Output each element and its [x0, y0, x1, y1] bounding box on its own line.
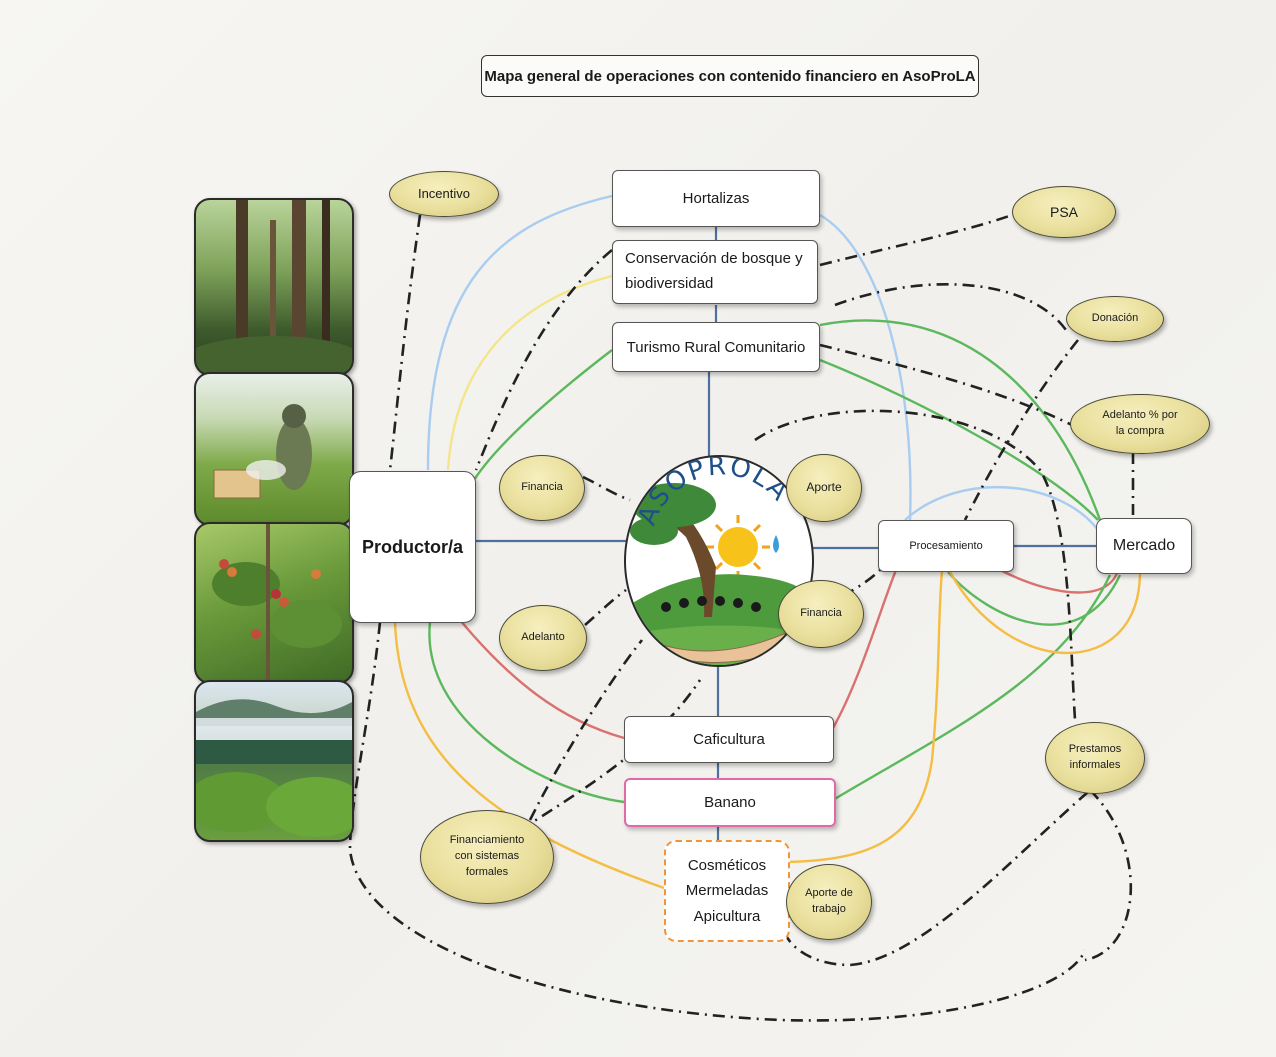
finance-flows: [348, 213, 1135, 1022]
beekeeping-photo: [194, 372, 354, 526]
financia-right-flow: Financia: [778, 580, 864, 648]
mercado-node: Mercado: [1096, 518, 1192, 574]
cosmeticos-node: Cosméticos Mermeladas Apicultura: [664, 840, 790, 942]
productor-node: Productor/a: [349, 471, 476, 623]
banano-node: Banano: [624, 778, 836, 827]
turismo-node: Turismo Rural Comunitario: [612, 322, 820, 372]
prestamos-label-2: informales: [1069, 759, 1121, 771]
incentivo-flow: Incentivo: [389, 171, 499, 217]
caficultura-node: Caficultura: [624, 716, 834, 763]
psa-flow: PSA: [1012, 186, 1116, 238]
procesamiento-node: Procesamiento: [878, 520, 1014, 572]
caficultura-flows: [459, 568, 1120, 740]
conservacion-flow: [446, 274, 613, 471]
conservacion-label-2: biodiversidad: [625, 275, 714, 292]
aporte-trabajo-label-1: Aporte de: [805, 887, 853, 900]
conservacion-label-1: Conservación de bosque y: [625, 250, 803, 268]
hortalizas-flows: [426, 194, 1099, 531]
greenhouse-crops-photo: [194, 680, 354, 842]
asoprola-logo: ASOPROLA: [624, 455, 814, 667]
forest-photo: [194, 198, 354, 376]
cosmeticos-label-2: Mermeladas: [685, 882, 769, 900]
prestamos-label-1: Prestamos: [1068, 743, 1122, 756]
coffee-plant-photo: [194, 522, 354, 684]
turismo-flows: [472, 319, 1102, 521]
aporte-flow: Aporte: [786, 454, 862, 522]
diagram-title: Mapa general de operaciones con contenid…: [481, 55, 979, 97]
conservacion-node: Conservación de bosque y biodiversidad: [612, 240, 818, 304]
adelanto-compra-label-1: Adelanto % por: [1102, 409, 1178, 422]
cosmeticos-label-1: Cosméticos: [687, 856, 767, 874]
donacion-flow: Donación: [1066, 296, 1164, 342]
aporte-trabajo-flow: Aporte de trabajo: [786, 864, 872, 940]
cosmeticos-label-3: Apicultura: [693, 907, 761, 925]
financiamiento-label-1: Financiamiento: [449, 834, 525, 847]
adelanto-compra-label-2: la compra: [1115, 425, 1165, 437]
svg-text:ASOPROLA: ASOPROLA: [632, 457, 795, 529]
adelanto-compra-flow: Adelanto % por la compra: [1070, 394, 1210, 454]
financiamiento-formal-flow: Financiamiento con sistemas formales: [420, 810, 554, 904]
logo-arc-text: ASOPROLA: [632, 457, 793, 529]
adelanto-flow: Adelanto: [499, 605, 587, 671]
prestamos-informales-flow: Prestamos informales: [1045, 722, 1145, 794]
hub-lines: [474, 225, 1096, 840]
banano-flows: [428, 571, 1122, 804]
financiamiento-label-2: con sistemas: [454, 850, 520, 863]
financiamiento-label-3: formales: [465, 865, 509, 878]
hortalizas-node: Hortalizas: [612, 170, 820, 227]
aporte-trabajo-label-2: trabajo: [812, 903, 846, 915]
financia-left-flow: Financia: [499, 455, 585, 521]
cosmeticos-flows: [393, 571, 1142, 890]
